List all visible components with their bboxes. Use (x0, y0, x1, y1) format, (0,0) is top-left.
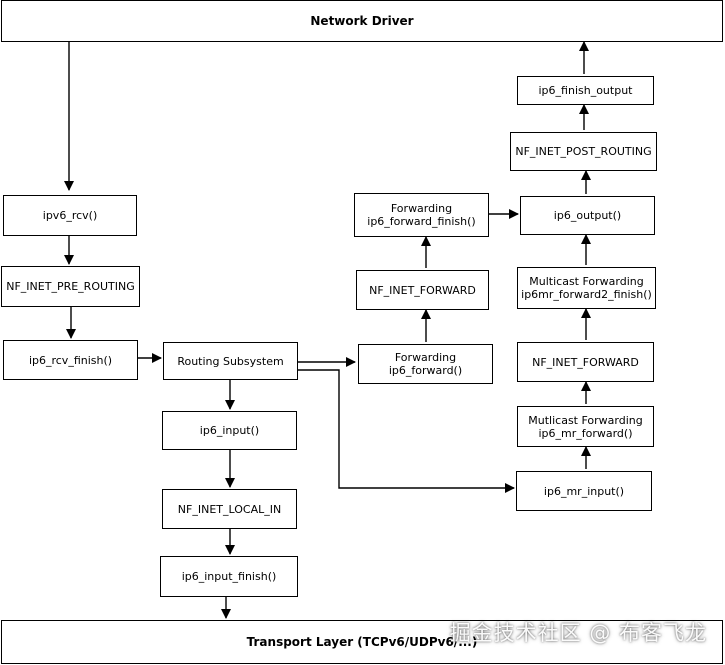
routing-subsystem-label: Routing Subsystem (177, 354, 284, 368)
mc-forward2-finish-line1: Multicast Forwarding (529, 275, 644, 288)
network-driver-bar: Network Driver (1, 0, 723, 42)
forward-line1: Forwarding (394, 351, 457, 364)
nf-forward-right-label: NF_INET_FORWARD (532, 355, 639, 369)
post-routing-label: NF_INET_POST_ROUTING (515, 145, 652, 158)
nf-forward-right-box: NF_INET_FORWARD (517, 342, 654, 382)
ip6-output-label: ip6_output() (553, 209, 622, 222)
ip6-rcv-finish-box: ip6_rcv_finish() (3, 340, 138, 380)
forward-finish-line1: Forwarding (390, 202, 453, 215)
transport-layer-label: Transport Layer (TCPv6/UDPv6/...) (246, 634, 478, 649)
ip6-finish-output-box: ip6_finish_output (517, 76, 654, 105)
routing-subsystem-box: Routing Subsystem (163, 342, 298, 380)
ip6-mr-input-label: ip6_mr_input() (543, 484, 625, 498)
mc-forward-line2: ip6_mr_forward() (538, 426, 633, 440)
ip6-rcv-finish-label: ip6_rcv_finish() (28, 353, 113, 367)
arrow-routing-to-mr-input (298, 369, 515, 493)
ip6-mr-input-box: ip6_mr_input() (516, 471, 652, 511)
forward-finish-box: Forwarding ip6_forward_finish() (354, 193, 489, 237)
mc-forward2-finish-line2: ip6mr_forward2_finish() (521, 288, 652, 301)
mc-forward-box: Mutlicast Forwarding ip6_mr_forward() (517, 406, 654, 447)
network-driver-label: Network Driver (310, 13, 414, 28)
local-in-box: NF_INET_LOCAL_IN (162, 489, 297, 529)
nf-forward-mid-label: NF_INET_FORWARD (369, 283, 476, 297)
ip6-input-label: ip6_input() (199, 424, 260, 437)
transport-layer-bar: Transport Layer (TCPv6/UDPv6/...) (1, 620, 723, 664)
forward-line2: ip6_forward() (388, 364, 463, 377)
ip6-input-finish-box: ip6_input_finish() (160, 556, 298, 597)
ipv6-rcv-box: ipv6_rcv() (3, 195, 137, 236)
ip6-input-box: ip6_input() (162, 411, 297, 450)
forward-box: Forwarding ip6_forward() (358, 344, 493, 384)
ipv6-rcv-label: ipv6_rcv() (42, 209, 98, 222)
nf-forward-mid-box: NF_INET_FORWARD (356, 270, 489, 310)
mc-forward2-finish-box: Multicast Forwarding ip6mr_forward2_fini… (517, 267, 656, 309)
forward-finish-line2: ip6_forward_finish() (367, 215, 476, 228)
ip6-finish-output-label: ip6_finish_output (538, 84, 633, 97)
ip6-output-box: ip6_output() (520, 196, 655, 235)
pre-routing-box: NF_INET_PRE_ROUTING (1, 266, 140, 307)
ip6-input-finish-label: ip6_input_finish() (181, 570, 277, 583)
local-in-label: NF_INET_LOCAL_IN (177, 502, 282, 516)
pre-routing-label: NF_INET_PRE_ROUTING (6, 280, 135, 293)
mc-forward-line1: Mutlicast Forwarding (528, 413, 643, 427)
post-routing-box: NF_INET_POST_ROUTING (510, 132, 657, 171)
